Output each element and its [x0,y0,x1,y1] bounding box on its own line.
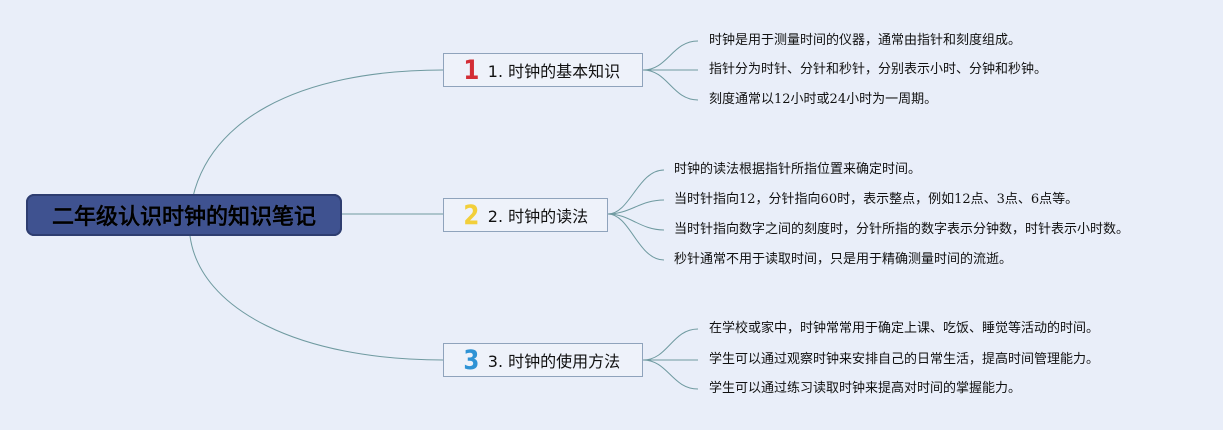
connector-root-branch-1 [189,69,444,215]
connector-b2-leaf-1 [607,169,665,215]
root-title: 二年级认识时钟的知识笔记 [51,205,316,230]
branch-node-3[interactable]: 3 3. 时钟的使用方法 [443,343,643,377]
branch-label-1: 1. 时钟的基本知识 [487,62,621,81]
number-1-badge-icon: 1 [463,54,480,86]
leaf-b3-2: 学生可以通过观察时钟来安排自己的日常生活，提高时间管理能力。 [709,352,1100,367]
connector-b1-leaf-1 [642,40,699,71]
leaf-b2-2: 当时针指向12，分针指向60时，表示整点，例如12点、3点、6点等。 [674,192,1079,207]
connector-b2-leaf-4 [607,213,665,261]
number-3-badge-icon: 3 [463,344,480,376]
leaf-b1-3: 刻度通常以12小时或24小时为一周期。 [709,92,938,107]
leaf-b1-1: 时钟是用于测量时间的仪器，通常由指针和刻度组成。 [709,33,1022,48]
leaf-b2-1: 时钟的读法根据指针所指位置来确定时间。 [674,162,922,177]
branch-node-2[interactable]: 2 2. 时钟的读法 [443,198,608,232]
branch-label-2: 2. 时钟的读法 [487,207,589,226]
leaf-b3-3: 学生可以通过练习读取时钟来提高对时间的掌握能力。 [709,381,1022,396]
leaf-b3-1: 在学校或家中，时钟常常用于确定上课、吃饭、睡觉等活动的时间。 [709,321,1100,336]
connector-b1-leaf-3 [642,69,699,101]
number-2-badge-icon: 2 [463,199,480,231]
root-node[interactable]: 二年级认识时钟的知识笔记 [26,194,342,236]
branch-label-3: 3. 时钟的使用方法 [487,352,621,371]
connector-b2-leaf-3 [607,213,665,231]
connector-b2-leaf-2 [607,199,665,215]
connector-root-branch-3 [189,235,444,361]
leaf-b2-4: 秒针通常不用于读取时间，只是用于精确测量时间的流逝。 [674,252,1013,267]
leaf-b2-3: 当时针指向数字之间的刻度时，分针所指的数字表示分钟数，时针表示小时数。 [674,222,1130,237]
connector-b3-leaf-1 [642,328,699,361]
branch-node-1[interactable]: 1 1. 时钟的基本知识 [443,53,643,87]
leaf-b1-2: 指针分为时针、分针和秒针，分别表示小时、分钟和秒钟。 [709,62,1048,77]
connector-b3-leaf-3 [642,359,699,390]
